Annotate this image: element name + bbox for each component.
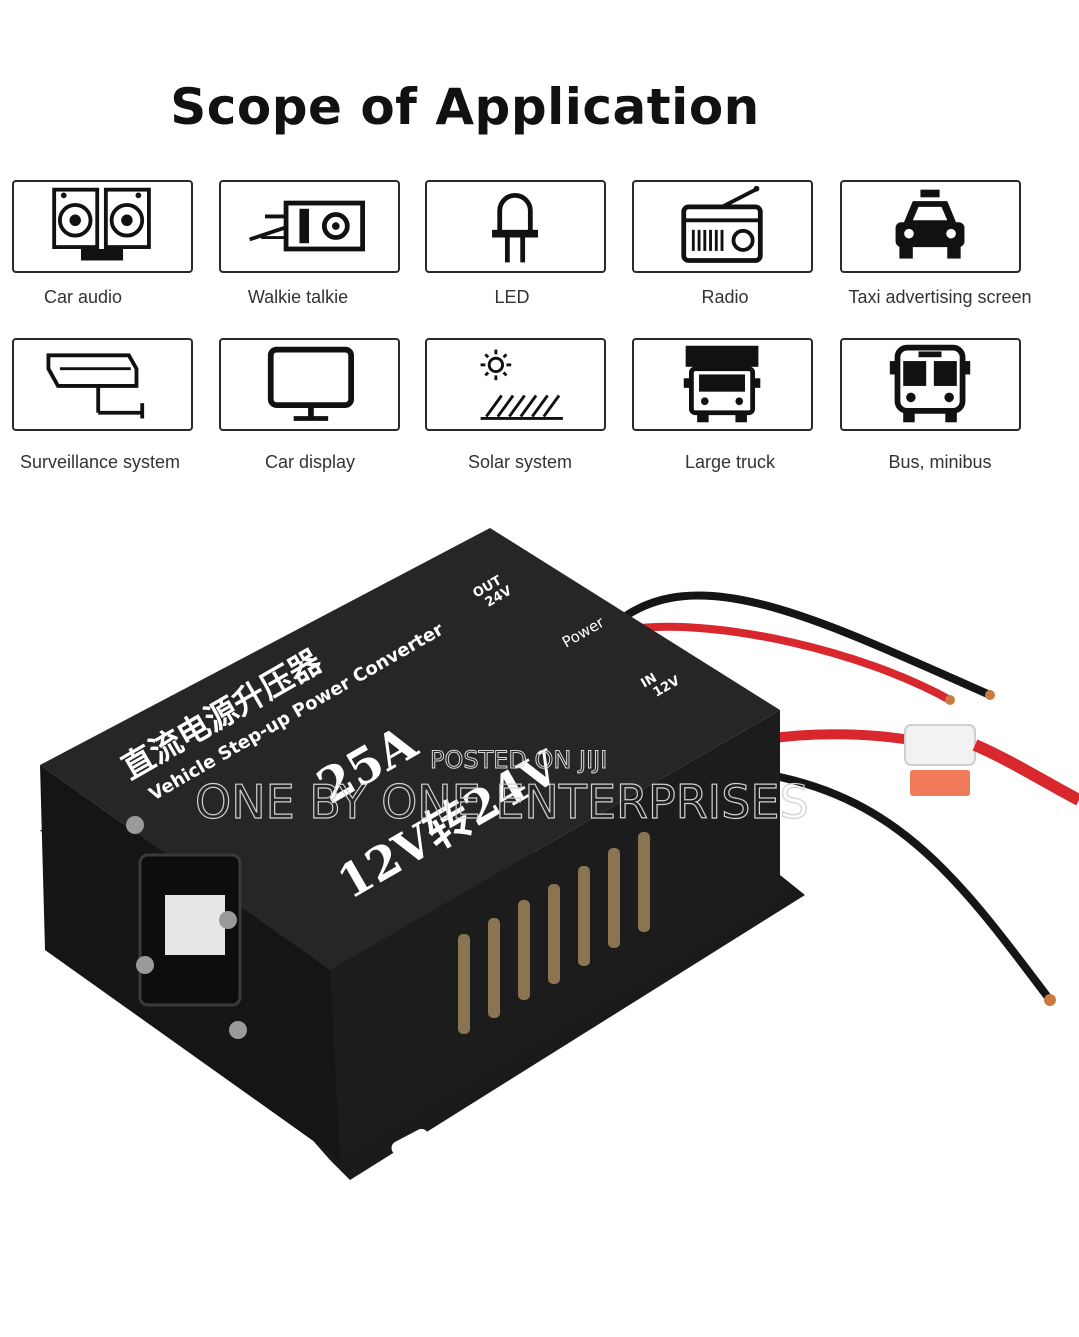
- led-icon: [425, 180, 606, 273]
- monitor-icon: [219, 338, 400, 431]
- application-label: LED: [494, 287, 530, 307]
- application-label: Taxi advertising screen: [848, 287, 1032, 307]
- bus-icon: [840, 338, 1021, 431]
- application-label: Walkie talkie: [247, 287, 349, 307]
- in-label: IN: [639, 671, 660, 692]
- solar-icon: [425, 338, 606, 431]
- application-label: Large truck: [684, 452, 776, 472]
- radio-icon: [632, 180, 813, 273]
- application-label: Car display: [264, 452, 356, 472]
- power-converter-image: 直流电源升压器 Vehicle Step-up Power Converter …: [0, 500, 1079, 1332]
- application-label: Surveillance system: [19, 452, 181, 472]
- speaker-icon: [12, 180, 193, 273]
- walkie-talkie-icon: [219, 180, 400, 273]
- watermark-line1: POSTED ON JIJI: [430, 746, 607, 774]
- taxi-icon: [840, 180, 1021, 273]
- page-title: Scope of Application: [170, 78, 760, 136]
- truck-icon: [632, 338, 813, 431]
- camera-icon: [12, 338, 193, 431]
- application-label: Radio: [701, 287, 749, 307]
- application-label: Car audio: [43, 287, 123, 307]
- watermark-line2: ONE BY ONE ENTERPRISES: [195, 775, 809, 829]
- application-label: Solar system: [467, 452, 573, 472]
- application-label: Bus, minibus: [888, 452, 992, 472]
